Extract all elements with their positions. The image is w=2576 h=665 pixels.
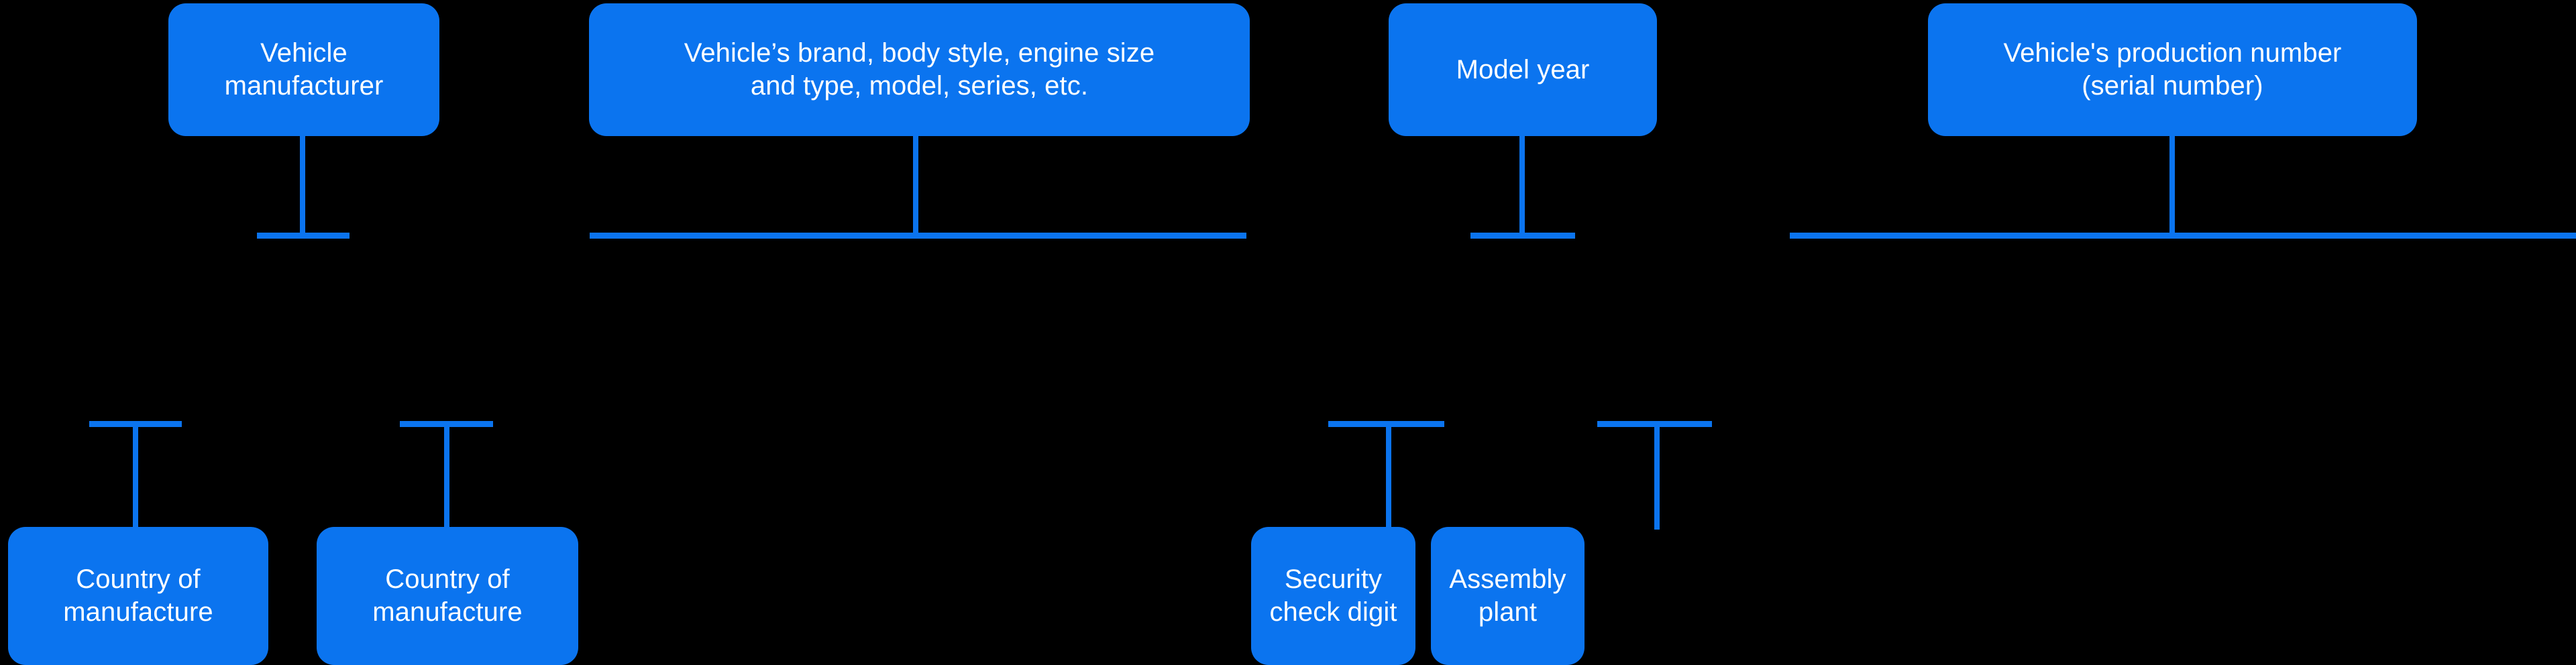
connector-stem-assembly-plant <box>1654 424 1660 530</box>
connector-crossbar-vehicle-descriptor <box>590 233 1246 239</box>
node-label-vehicle-manufacturer: Vehicle manufacturer <box>224 38 384 101</box>
node-label-vehicle-descriptor: Vehicle’s brand, body style, engine size… <box>684 38 1155 101</box>
connector-stem-security-check-digit <box>1386 424 1391 530</box>
node-label-country-of-manufacture-2: Country of manufacture <box>372 564 523 627</box>
node-assembly-plant[interactable]: Assembly plant <box>1431 527 1585 665</box>
node-vehicle-descriptor[interactable]: Vehicle’s brand, body style, engine size… <box>589 3 1250 136</box>
connector-stem-vehicle-descriptor <box>913 133 918 235</box>
node-production-number[interactable]: Vehicle's production number (serial numb… <box>1928 3 2417 136</box>
connector-stem-vehicle-manufacturer <box>300 133 305 235</box>
node-label-production-number: Vehicle's production number (serial numb… <box>2003 38 2342 101</box>
node-label-security-check-digit: Security check digit <box>1269 564 1397 627</box>
node-label-country-of-manufacture-1: Country of manufacture <box>63 564 213 627</box>
node-label-model-year: Model year <box>1456 54 1590 84</box>
node-country-of-manufacture-1[interactable]: Country of manufacture <box>8 527 268 665</box>
connector-stem-country-of-manufacture-1 <box>133 424 138 530</box>
node-model-year[interactable]: Model year <box>1389 3 1657 136</box>
connector-stem-model-year <box>1519 133 1525 235</box>
node-label-assembly-plant: Assembly plant <box>1449 564 1566 627</box>
connector-crossbar-production-number <box>1790 233 2576 239</box>
connector-stem-country-of-manufacture-2 <box>444 424 449 530</box>
connector-crossbar-vehicle-manufacturer <box>257 233 350 239</box>
connector-crossbar-model-year <box>1470 233 1575 239</box>
node-security-check-digit[interactable]: Security check digit <box>1251 527 1415 665</box>
node-country-of-manufacture-2[interactable]: Country of manufacture <box>317 527 578 665</box>
node-vehicle-manufacturer[interactable]: Vehicle manufacturer <box>168 3 439 136</box>
connector-stem-production-number <box>2169 133 2175 235</box>
